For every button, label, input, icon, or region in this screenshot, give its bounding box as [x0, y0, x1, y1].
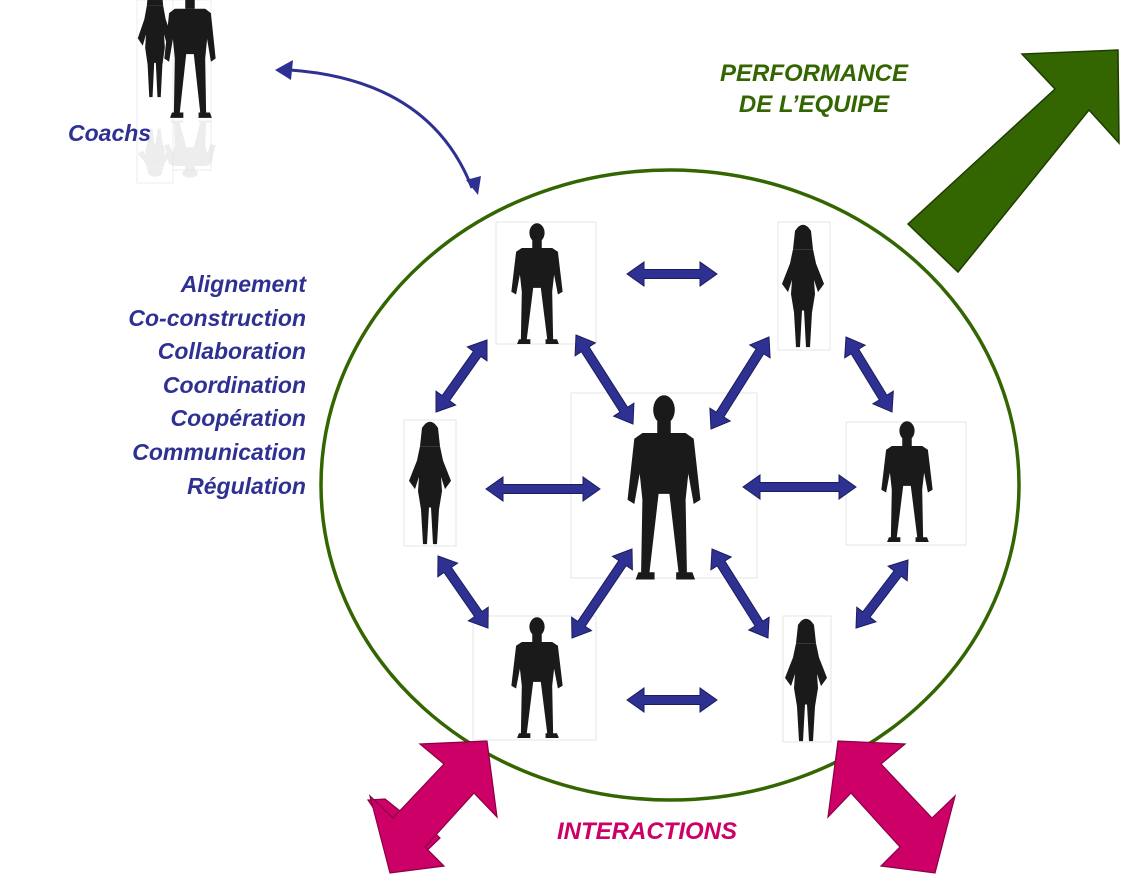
process-item: Communication: [132, 438, 306, 465]
team-circle: [319, 168, 1021, 802]
performance-title-line2: DE L’EQUIPE: [738, 91, 890, 118]
link-arrow-top-left-to-center: [574, 334, 635, 425]
process-item: Coopération: [170, 405, 306, 432]
coachs-label: Coachs: [68, 120, 152, 146]
process-item: Régulation: [187, 472, 306, 499]
performance-title: PERFORMANCE DE L’EQUIPE: [664, 58, 964, 120]
performance-title-line1: PERFORMANCE: [719, 60, 908, 87]
team-processes-list: Alignement Co-construction Collaboration…: [20, 268, 306, 503]
process-item: Alignement: [180, 271, 306, 297]
link-arrow-top: [626, 261, 718, 287]
link-arrow-middle-left-to-center: [485, 476, 601, 502]
link-arrow-middle-right-to-bottom-right: [855, 559, 909, 629]
link-arrow-center-to-bottom-right: [710, 548, 770, 639]
process-item: Coordination: [162, 371, 306, 398]
link-arrow-center-to-bottom-left: [571, 548, 633, 639]
process-item: Collaboration: [157, 338, 306, 365]
member-links: [435, 261, 909, 713]
interaction-arrow-left: [366, 740, 498, 874]
link-arrow-top-right-to-center: [709, 336, 771, 430]
link-arrow-center-to-middle-right: [742, 474, 857, 500]
coach-link-arrow: [275, 60, 481, 195]
link-arrow-top-right-to-middle-right: [844, 336, 894, 413]
link-arrow-top-left-to-middle-left: [435, 339, 488, 413]
performance-arrow: [906, 49, 1120, 274]
coaches-silhouette-icon: [136, 0, 216, 184]
interactions-label: INTERACTIONS: [557, 818, 737, 845]
link-arrow-bottom: [626, 687, 718, 713]
process-item: Co-construction: [128, 304, 306, 331]
interaction-arrow-right: [827, 740, 957, 874]
link-arrow-middle-left-to-bottom-left: [437, 555, 489, 629]
